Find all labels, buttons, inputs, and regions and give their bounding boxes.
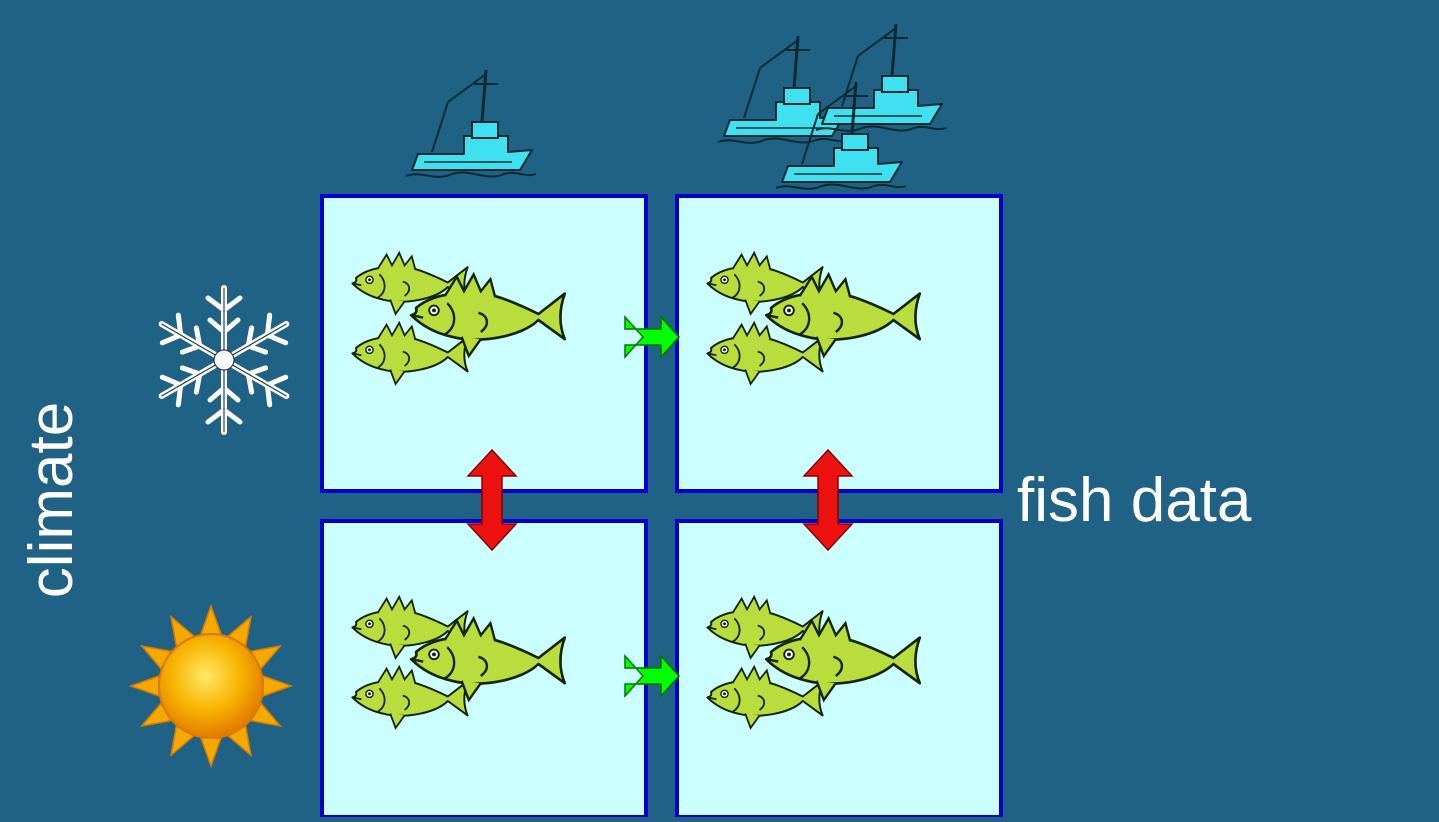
cell-warm-light-fishing: [320, 519, 648, 819]
fishing-boat-fleet-icon: [716, 22, 948, 191]
snowflake-icon: [154, 288, 295, 432]
fish-data-label: fish data: [1017, 466, 1252, 535]
cell-cold-light-fishing: [320, 194, 648, 493]
climate-axis-label: climate: [17, 401, 86, 599]
cell-warm-heavy-fishing: [675, 519, 1003, 819]
cell-cold-heavy-fishing: [675, 194, 1003, 493]
sun-icon: [128, 603, 294, 769]
fishing-boat-icon: [404, 68, 538, 179]
